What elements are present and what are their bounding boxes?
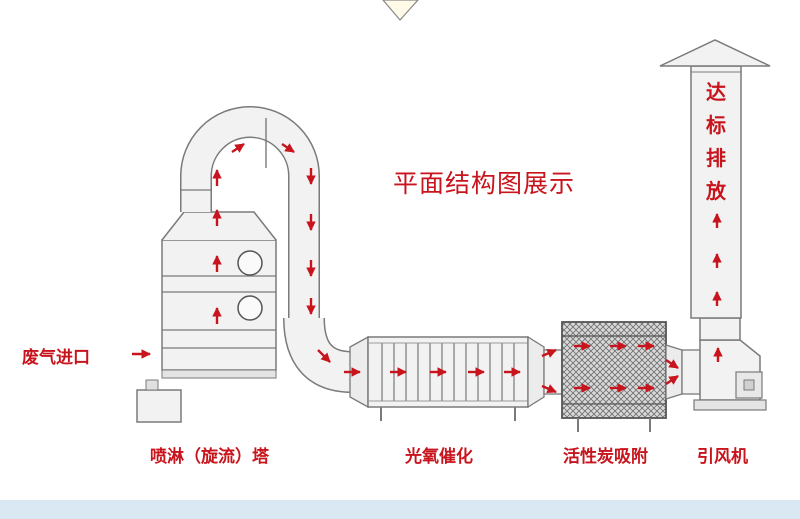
tower-label: 喷淋（旋流）塔: [150, 447, 269, 467]
induced-draft-fan: [693, 317, 767, 411]
diagram-title: 平面结构图展示: [393, 169, 576, 198]
inlet-label: 废气进口: [22, 348, 90, 368]
stack-label: 达 标 排 放: [703, 76, 729, 208]
activated-carbon-label: 活性炭吸附: [563, 447, 648, 467]
flow-arrow-icon: [541, 348, 557, 358]
banner-pointer: [382, 0, 419, 21]
flow-arrow-icon: [665, 359, 679, 369]
footer-band: [0, 500, 800, 519]
flow-arrow-icon: [541, 384, 557, 394]
photocatalysis-label: 光氧催化: [405, 447, 473, 467]
fan-inlet-duct: [681, 349, 701, 395]
flow-arrow-icon: [317, 349, 331, 363]
stack-label-char: 达: [706, 80, 726, 104]
photocatalysis-unit: [349, 335, 545, 421]
stack-label-char: 放: [706, 179, 726, 203]
stack-label-char: 标: [706, 113, 726, 137]
flow-arrow-icon: [231, 143, 245, 153]
flow-arrows: [132, 143, 723, 394]
stack-label-char: 排: [706, 146, 726, 170]
flow-arrow-icon: [281, 143, 295, 153]
spray-tower: [136, 211, 277, 423]
fan-label: 引风机: [697, 447, 748, 467]
activated-carbon-unit: [561, 321, 683, 432]
exhaust-stack: [659, 39, 771, 319]
flow-arrow-icon: [665, 375, 679, 385]
